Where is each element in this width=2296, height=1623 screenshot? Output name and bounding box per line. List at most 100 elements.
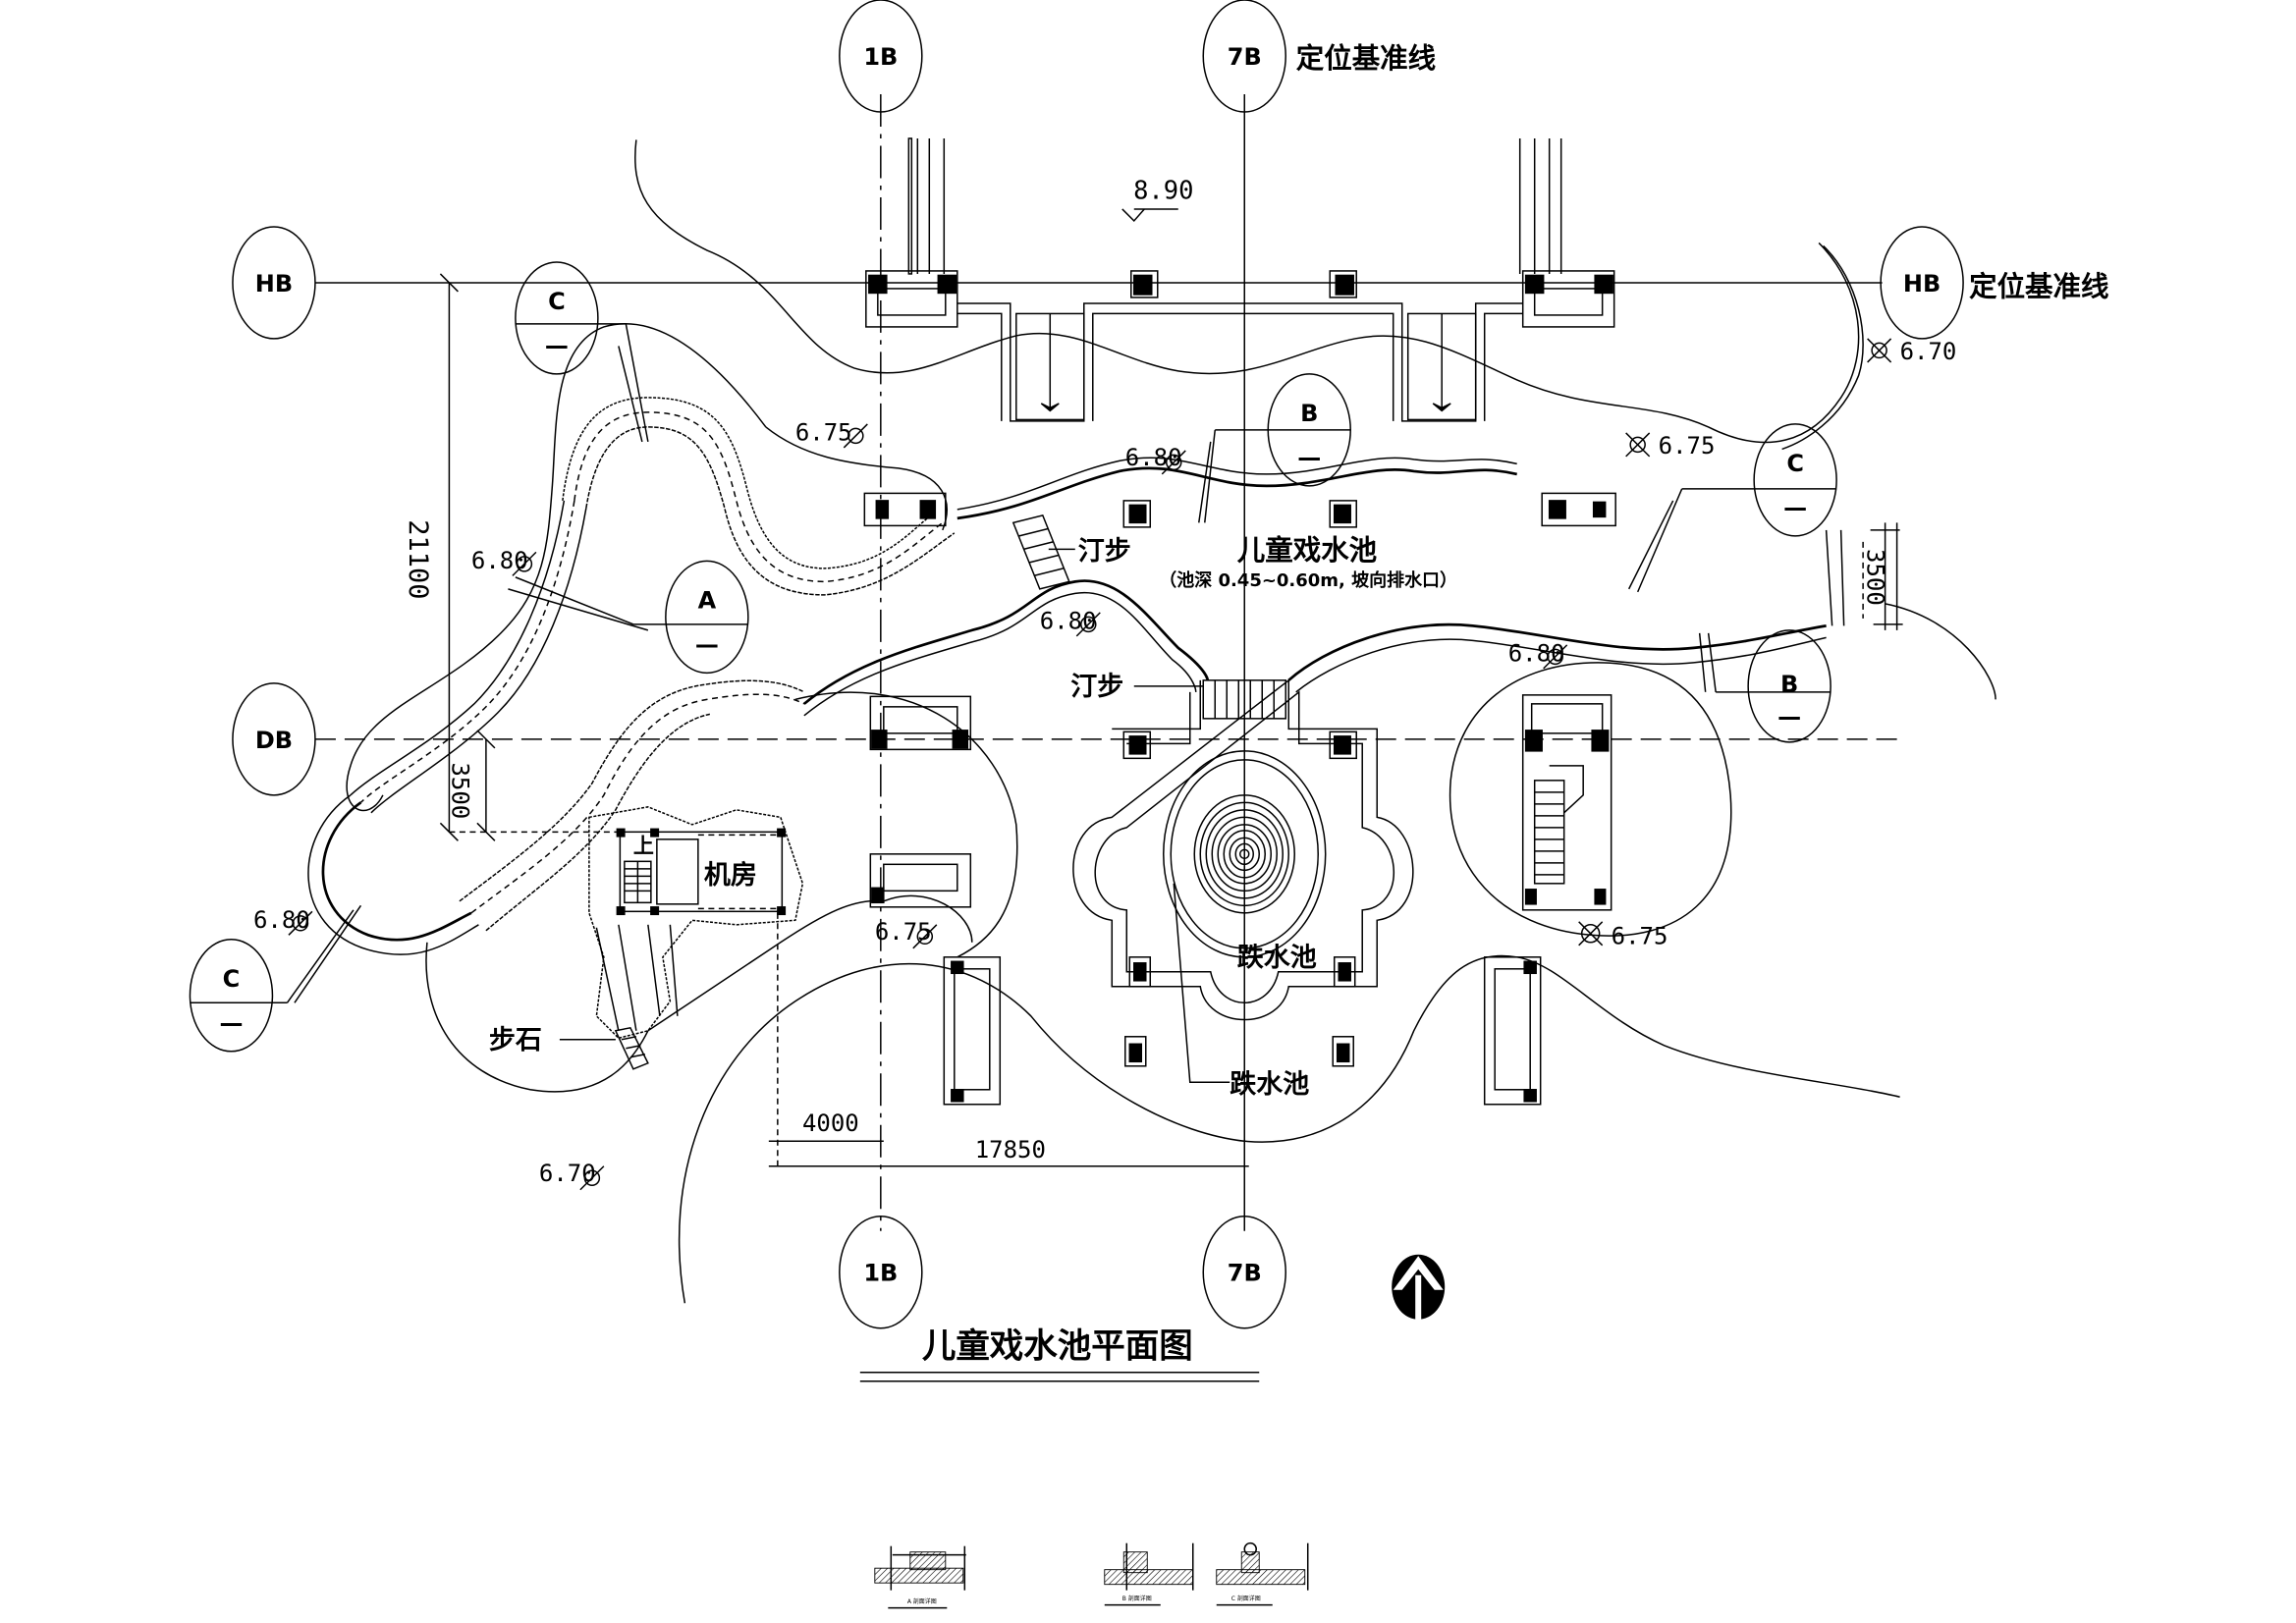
cascade-spiral	[1193, 794, 1295, 914]
detail-section-B: B 剖面详图	[1104, 1542, 1194, 1606]
section-markers: C — B — C — A — B —	[189, 261, 1837, 1053]
step-stones: 步石	[489, 1025, 649, 1070]
dim-horizontal-total: 17850	[975, 1136, 1046, 1163]
section-marker-C-top-left[interactable]: C —	[515, 261, 649, 443]
svg-text:C 剖面详图: C 剖面详图	[1231, 1595, 1261, 1602]
pavilion-lower-left	[943, 956, 1002, 1106]
machine-room: 上 机房	[616, 828, 787, 916]
svg-text:8.90: 8.90	[1133, 176, 1193, 205]
pool-edge-lower-left	[802, 579, 1210, 705]
dim-vertical-total: 21100	[403, 519, 433, 599]
svg-text:6.80: 6.80	[1125, 444, 1182, 471]
pillar-pool-2	[1329, 500, 1357, 528]
pool-edge-lower-right	[1287, 622, 1827, 681]
svg-text:—: —	[1777, 703, 1801, 730]
stepping-stones-center	[1202, 679, 1286, 720]
svg-text:HB: HB	[255, 270, 293, 298]
stepping-stones-label-2: 汀步	[1070, 672, 1123, 702]
step-stones-label: 步石	[489, 1025, 542, 1055]
terrain-contours	[346, 139, 1996, 1304]
detail-section-C: C 剖面详图	[1216, 1542, 1309, 1606]
elevation-5: 6.80	[471, 547, 537, 576]
svg-text:—: —	[545, 332, 569, 359]
svg-text:—: —	[219, 1009, 243, 1037]
cascade-outer-edge	[1072, 678, 1414, 1021]
pool-name-label: 儿童戏水池	[1237, 534, 1377, 567]
section-marker-B-top[interactable]: B —	[1198, 373, 1351, 523]
pillar-plaza-2	[1332, 1036, 1354, 1067]
pool-edge-upper	[957, 466, 1517, 520]
contour-link	[647, 899, 884, 1032]
elevation-2: 6.75	[1625, 432, 1716, 460]
svg-text:B: B	[1300, 400, 1318, 427]
stair-left	[1015, 312, 1085, 421]
elevation-1: 6.70	[1867, 338, 1957, 365]
axis-bubble-1B-top: 1B	[839, 0, 923, 113]
svg-text:1B: 1B	[863, 43, 898, 71]
svg-text:1B: 1B	[863, 1260, 898, 1287]
pillar-pool-1	[1122, 500, 1152, 528]
section-marker-C-right[interactable]: C —	[1627, 423, 1837, 593]
svg-text:C: C	[223, 965, 241, 993]
svg-text:DB: DB	[255, 727, 293, 754]
elevation-8: 6.80	[253, 906, 313, 936]
pool-note-label: （池深 0.45~0.60m, 坡向排水口）	[1159, 569, 1457, 591]
detail-sections: A 剖面详图 B 剖面详图 C 剖面详图	[874, 1542, 1309, 1609]
contour-lower-left	[425, 942, 649, 1093]
svg-text:C: C	[1786, 450, 1804, 477]
datum-label-right: 定位基准线	[1969, 270, 2108, 302]
elevation-6: 6.80	[1040, 607, 1101, 637]
section-marker-B-right[interactable]: B —	[1698, 629, 1831, 743]
grid-axes: 1B 7B 定位基准线 HB DB HB 定位基准线 1B 7B	[232, 0, 2109, 1329]
stepping-stones-label-1: 汀步	[1078, 536, 1131, 567]
svg-text:6.75: 6.75	[1659, 432, 1716, 460]
contour-right-lobe	[1449, 662, 1732, 937]
machine-room-stair	[624, 860, 652, 904]
svg-text:7B: 7B	[1228, 43, 1262, 71]
section-marker-C-bottom-left[interactable]: C —	[189, 904, 362, 1053]
svg-text:HB: HB	[1903, 270, 1941, 298]
drawing-title-block: 儿童戏水池平面图	[859, 1327, 1260, 1382]
svg-text:A 剖面详图: A 剖面详图	[907, 1597, 937, 1605]
drawing-title: 儿童戏水池平面图	[922, 1327, 1193, 1367]
plan-labels: 汀步 汀步 儿童戏水池 （池深 0.45~0.60m, 坡向排水口） 跌水池 跌…	[1048, 534, 1457, 1100]
svg-text:6.70: 6.70	[1900, 338, 1957, 365]
axis-bubble-7B-bottom: 7B	[1202, 1216, 1286, 1329]
contour-far-right	[1885, 603, 1996, 700]
svg-text:—: —	[695, 630, 719, 658]
svg-text:C: C	[548, 288, 566, 315]
dim-vertical-offset: 3500	[446, 762, 473, 819]
wading-pool	[802, 457, 1903, 717]
cascade-pool-label-2: 跌水池	[1230, 1069, 1309, 1100]
elevation-10: 6.75	[1578, 921, 1667, 949]
machine-room-label: 机房	[704, 860, 757, 891]
section-marker-A[interactable]: A —	[508, 560, 749, 675]
stair-up-label: 上	[633, 834, 654, 857]
contour-lower-1b	[883, 894, 973, 943]
svg-text:7B: 7B	[1228, 1260, 1262, 1287]
detail-section-A: A 剖面详图	[874, 1545, 966, 1609]
rocky-stream	[307, 397, 956, 1040]
pillar-plaza-1	[1124, 1036, 1147, 1067]
elevation-11: 6.70	[539, 1160, 605, 1191]
contour-hb-ring	[1781, 244, 1864, 451]
svg-text:6.80: 6.80	[253, 906, 310, 934]
svg-text:—: —	[1783, 494, 1807, 521]
elevation-9: 6.75	[875, 918, 938, 949]
top-pavilion	[865, 137, 1615, 422]
dimensions: 21100 3500 3500 4000 17850	[403, 273, 1889, 1167]
north-arrow-icon	[1392, 1254, 1446, 1323]
right-stair-tower	[1521, 694, 1613, 911]
cascade-pool-label-1: 跌水池	[1237, 943, 1317, 973]
axis-bubble-7B-top: 7B	[1202, 0, 1286, 113]
elevation-7: 6.80	[1508, 639, 1568, 670]
svg-text:B: B	[1780, 671, 1798, 698]
stair-right	[1406, 312, 1477, 421]
cascade-pool	[1011, 514, 1414, 1021]
stepping-stones-left	[1011, 514, 1070, 590]
elevation-3: 6.75	[795, 418, 868, 449]
axis-bubble-1B-bottom: 1B	[839, 1216, 923, 1329]
axis-bubble-HB-right: HB	[1880, 226, 1964, 340]
svg-text:—: —	[1297, 444, 1321, 471]
